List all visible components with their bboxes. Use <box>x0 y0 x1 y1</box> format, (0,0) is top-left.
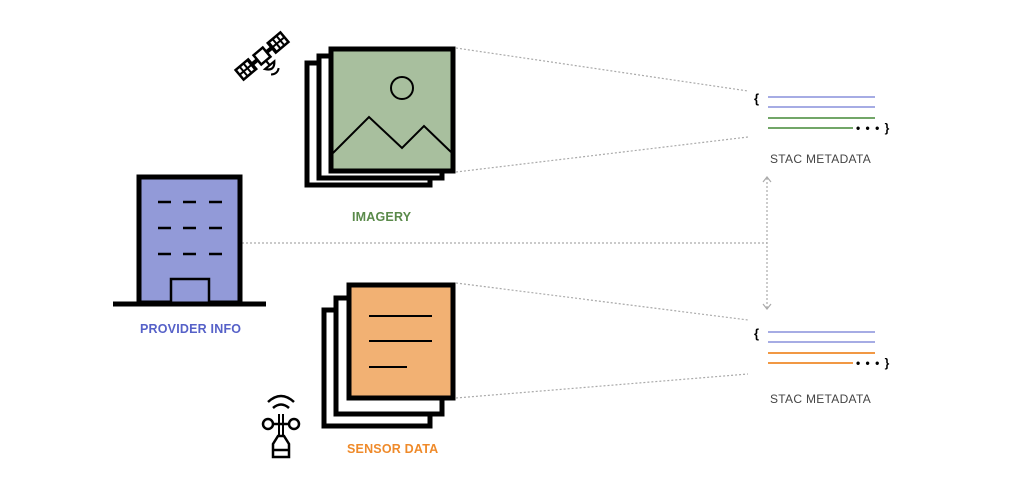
open-brace: { <box>754 91 760 106</box>
double-arrow-heads <box>762 176 772 310</box>
arrow-down-icon <box>762 303 772 310</box>
connector-sensor-bottom <box>455 373 749 399</box>
anemometer-sensor-icon <box>261 394 301 459</box>
metadata-card-2-lines <box>768 331 875 364</box>
sensor-data-stack <box>321 282 456 429</box>
imagery-front-sheet <box>328 46 456 174</box>
sun-icon <box>390 76 414 100</box>
connector-sensor-top <box>455 282 749 321</box>
arrow-up-icon <box>762 176 772 183</box>
connectors <box>242 47 768 399</box>
close-ellipsis-brace: • • • } <box>856 356 891 370</box>
connector-imagery-bottom <box>455 136 749 173</box>
connector-imagery-top <box>455 47 749 92</box>
stac-metadata-label-2: STAC METADATA <box>770 392 872 406</box>
imagery-label: IMAGERY <box>352 210 412 224</box>
metadata-card-1-lines <box>768 96 875 129</box>
open-brace: { <box>754 326 760 341</box>
sensor-data-label: SENSOR DATA <box>347 442 439 456</box>
close-ellipsis-brace: • • • } <box>856 121 891 135</box>
stac-metadata-label-1: STAC METADATA <box>770 152 872 166</box>
building-icon <box>113 174 266 307</box>
provider-info-label: PROVIDER INFO <box>140 322 242 336</box>
satellite-icon <box>233 30 291 82</box>
door-icon <box>169 277 211 305</box>
mountain-icon <box>332 115 452 154</box>
imagery-stack <box>304 46 456 188</box>
